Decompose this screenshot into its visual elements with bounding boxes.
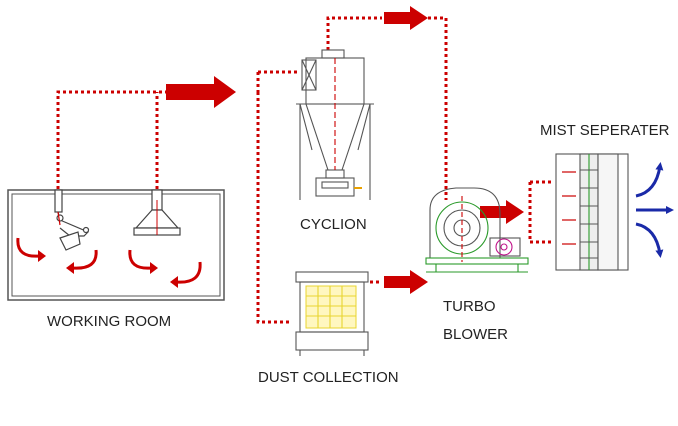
dust-collector-icon [295,271,369,356]
working-room-box [7,189,225,301]
exhaust-arrows [635,162,674,258]
flow-arrows [166,6,524,294]
turbo-label: TURBO [443,298,496,315]
main-arrow [166,76,236,108]
blower-label: BLOWER [443,326,509,343]
cyclone-icon [296,49,374,200]
duct-lines [56,16,554,324]
turbo-blower-icon [425,187,529,273]
cyclion-label: CYCLION [300,216,367,233]
mist-separator-icon [555,153,629,271]
top-arrow [384,6,428,30]
suction-arrows [16,237,202,288]
blower-arrow [480,200,524,224]
canopy-hood-icon [133,189,181,236]
mist-seperater-label: MIST SEPERATER [540,122,670,139]
arm-hood-icon [54,189,90,251]
dust-arrow [384,270,428,294]
dust-collection-label: DUST COLLECTION [258,369,399,386]
working-room-label: WORKING ROOM [47,313,172,330]
